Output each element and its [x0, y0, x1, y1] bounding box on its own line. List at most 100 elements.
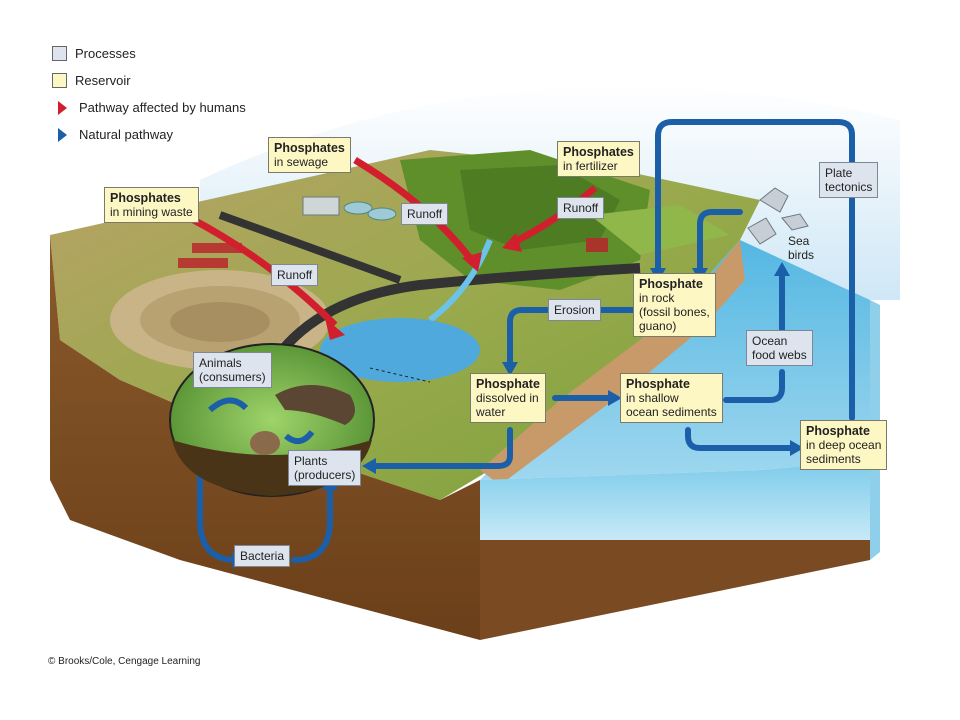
blue-arrow-animals-to-bacteria	[197, 437, 239, 563]
legend-reservoir: Reservoir	[52, 67, 246, 94]
mine-terrace-inner	[170, 302, 270, 342]
process-runoff-mining: Runoff	[271, 264, 319, 286]
reservoir-sub: in fertilizer	[563, 159, 618, 173]
sewage-tank	[343, 201, 373, 215]
process-label: Plants	[294, 454, 328, 468]
blue-arrow-dissolved-to-plants	[369, 427, 513, 469]
red-arrow-fertilizer-runoff	[510, 185, 598, 247]
red-triangle-icon	[58, 100, 67, 115]
legend-processes: Processes	[52, 40, 246, 67]
process-animals: Animals (consumers)	[193, 352, 272, 388]
mine-building	[192, 243, 242, 253]
blue-arrowhead	[774, 262, 790, 276]
process-runoff-fertilizer: Runoff	[557, 197, 605, 219]
sea-bird	[747, 217, 777, 245]
legend-human-pathway: Pathway affected by humans	[52, 94, 246, 121]
rabbit-body	[250, 431, 280, 455]
reservoir-sub: in rock	[639, 291, 675, 305]
reservoir-title: Phosphate	[626, 377, 690, 391]
fox-body	[275, 385, 355, 425]
red-arrowhead	[462, 252, 482, 272]
blue-triangle-icon	[58, 127, 67, 142]
blue-arrowhead	[502, 362, 518, 376]
blue-arrow-shallow-to-foodweb	[723, 369, 785, 403]
reservoir-sub: water	[476, 405, 506, 419]
red-arrow-mining-runoff	[188, 214, 338, 328]
reservoir-title: Phosphates	[110, 191, 181, 205]
reservoir-sub: guano)	[639, 319, 677, 333]
legend-label: Processes	[75, 46, 136, 61]
blue-arrow-birds-to-rock	[697, 209, 743, 275]
legend-label: Pathway affected by humans	[79, 100, 246, 115]
legend-natural-pathway: Natural pathway	[52, 121, 246, 148]
blue-arrow-plate-tectonics	[655, 119, 855, 421]
sea-birds-line: birds	[788, 248, 815, 262]
blue-arrowhead	[790, 440, 804, 456]
process-plants: Plants (producers)	[288, 450, 362, 486]
reservoir-title: Phosphate	[806, 424, 870, 438]
reservoir-sub: in mining waste	[110, 205, 193, 219]
process-label: (producers)	[294, 468, 356, 482]
lake	[320, 318, 480, 382]
reservoir-sub: in shallow	[626, 391, 679, 405]
legend: Processes Reservoir Pathway affected by …	[52, 40, 246, 148]
process-label: Bacteria	[240, 549, 285, 563]
seabed-front	[480, 540, 870, 640]
copyright-credit: © Brooks/Cole, Cengage Learning	[48, 656, 201, 667]
reservoir-dissolved: Phosphate dissolved in water	[470, 373, 546, 423]
process-ocean-food-webs: Ocean food webs	[746, 330, 813, 366]
process-label: Animals	[199, 356, 242, 370]
reservoir-title: Phosphate	[639, 277, 703, 291]
red-arrowhead	[502, 233, 522, 252]
blue-arrow-shallow-to-deep	[685, 427, 797, 451]
sewage-tank	[367, 207, 397, 221]
mine-building	[178, 258, 228, 268]
blue-arrow-bacteria-to-plants	[291, 483, 333, 563]
reservoir-title: Phosphates	[274, 141, 345, 155]
process-label: tectonics	[825, 180, 873, 194]
reservoir-swatch	[52, 73, 67, 88]
process-label: (consumers)	[199, 370, 266, 384]
soil-front	[50, 235, 480, 640]
highway	[255, 263, 641, 388]
process-label: Runoff	[277, 268, 313, 282]
blue-arrowhead	[608, 390, 622, 406]
process-label: Erosion	[554, 303, 595, 317]
legend-label: Reservoir	[75, 73, 131, 88]
forest-hill-shade	[460, 165, 620, 250]
sea-cliff	[480, 240, 745, 485]
process-erosion: Erosion	[548, 299, 601, 321]
legend-label: Natural pathway	[79, 127, 173, 142]
reservoir-sub: dissolved in	[476, 391, 539, 405]
inset-cycle-arrow	[207, 397, 249, 413]
reservoir-sub: (fossil bones,	[639, 305, 710, 319]
inset-pointer	[369, 367, 431, 383]
sea-birds-label: Sea birds	[788, 234, 814, 262]
inset-cycle-arrow	[284, 430, 315, 445]
blue-arrow-erosion	[507, 307, 639, 368]
highway-branch	[218, 211, 402, 284]
reservoir-shallow: Phosphate in shallow ocean sediments	[620, 373, 723, 423]
farm-barn	[586, 238, 608, 252]
reservoir-sub: in deep ocean	[806, 438, 882, 452]
reservoir-sub: sediments	[806, 452, 861, 466]
process-bacteria: Bacteria	[234, 545, 291, 567]
process-label: food webs	[752, 348, 807, 362]
ocean-front	[480, 460, 870, 540]
reservoir-title: Phosphate	[476, 377, 540, 391]
process-runoff-sewage: Runoff	[401, 203, 449, 225]
reservoir-sub: ocean sediments	[626, 405, 717, 419]
sea-bird	[759, 187, 789, 213]
reservoir-sewage: Phosphates in sewage	[268, 137, 351, 173]
reservoir-mining: Phosphates in mining waste	[104, 187, 199, 223]
reservoir-rock: Phosphate in rock (fossil bones, guano)	[633, 273, 716, 337]
reservoir-deep: Phosphate in deep ocean sediments	[800, 420, 888, 470]
reservoir-sub: in sewage	[274, 155, 329, 169]
process-plate-tectonics: Plate tectonics	[819, 162, 879, 198]
process-label: Ocean	[752, 334, 788, 348]
sea-bird	[781, 213, 809, 231]
process-label: Plate	[825, 166, 853, 180]
reservoir-title: Phosphates	[563, 145, 634, 159]
red-arrowhead	[325, 318, 345, 340]
